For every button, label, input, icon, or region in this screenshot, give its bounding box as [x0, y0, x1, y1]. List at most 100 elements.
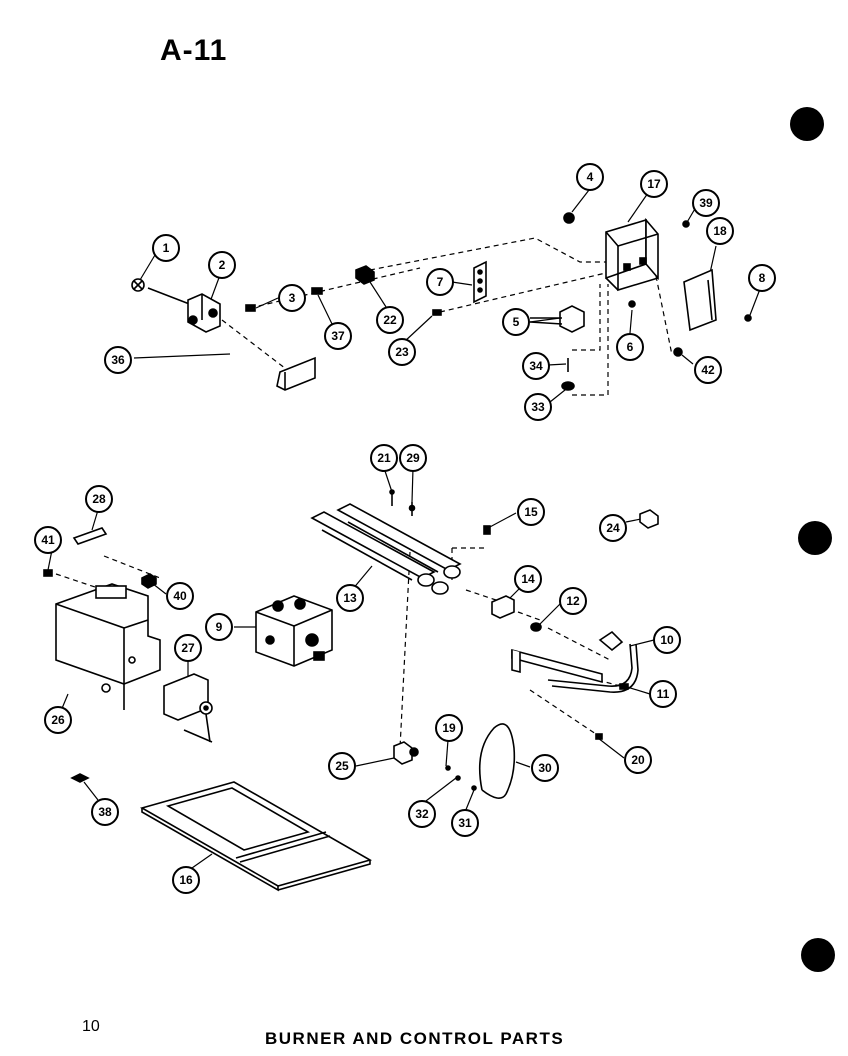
callout-number: 19 — [442, 721, 456, 735]
callout-number: 27 — [181, 641, 195, 655]
callout-number: 17 — [647, 177, 661, 191]
hidden-lines-top — [221, 237, 673, 396]
callout-19: 19 — [435, 714, 463, 742]
callout-number: 13 — [343, 591, 357, 605]
callout-number: 25 — [335, 759, 349, 773]
callout-15: 15 — [517, 498, 545, 526]
callout-31: 31 — [451, 809, 479, 837]
callout-16: 16 — [172, 866, 200, 894]
leader-lines-top — [133, 189, 761, 403]
callout-circle — [166, 582, 194, 610]
callout-42: 42 — [694, 356, 722, 384]
callout-circle — [653, 626, 681, 654]
callout-number: 32 — [415, 807, 429, 821]
callout-number: 8 — [759, 271, 766, 285]
callout-circle — [624, 746, 652, 774]
callout-number: 34 — [529, 359, 543, 373]
callout-6: 6 — [616, 333, 644, 361]
burner-assembly-part-13 — [310, 489, 462, 595]
callout-24: 24 — [599, 514, 627, 542]
callout-number: 4 — [587, 170, 594, 184]
callout-26: 26 — [44, 706, 72, 734]
bracket-part — [276, 356, 316, 391]
small-hardware-bottom — [43, 509, 659, 791]
callout-circle — [208, 251, 236, 279]
callout-circle — [328, 752, 356, 780]
control-knob-part-1 — [131, 278, 145, 292]
callout-number: 39 — [699, 196, 713, 210]
callout-circle — [34, 526, 62, 554]
callout-circle — [152, 234, 180, 262]
callout-circle — [388, 338, 416, 366]
small-hardware-top — [245, 212, 752, 391]
callout-circle — [370, 444, 398, 472]
callout-11: 11 — [649, 680, 677, 708]
callout-29: 29 — [399, 444, 427, 472]
callout-number: 26 — [51, 713, 65, 727]
bottom-pan-part-16 — [139, 781, 373, 892]
gas-valve-part-9 — [255, 595, 333, 667]
callout-number: 20 — [631, 753, 645, 767]
callout-number: 36 — [111, 353, 125, 367]
callout-10: 10 — [653, 626, 681, 654]
control-box-part-17 — [605, 217, 659, 292]
callout-circle — [514, 565, 542, 593]
punch-hole-middle — [798, 521, 832, 555]
page-code: A-11 — [160, 34, 228, 67]
callout-circle — [451, 809, 479, 837]
callout-number: 15 — [524, 505, 538, 519]
callout-circle — [649, 680, 677, 708]
callout-number: 18 — [713, 224, 727, 238]
callout-number: 14 — [521, 572, 535, 586]
callout-28: 28 — [85, 485, 113, 513]
callout-22: 22 — [376, 306, 404, 334]
callout-17: 17 — [640, 170, 668, 198]
callout-circle — [706, 217, 734, 245]
cover-plate-part-18 — [683, 268, 717, 332]
callout-number: 38 — [98, 805, 112, 819]
callout-32: 32 — [408, 800, 436, 828]
callout-circle — [524, 393, 552, 421]
callout-9: 9 — [205, 613, 233, 641]
callout-circle — [336, 584, 364, 612]
callout-34: 34 — [522, 352, 550, 380]
callout-circle — [559, 587, 587, 615]
pilot-assembly-part-25 — [393, 741, 419, 765]
callout-number: 10 — [660, 633, 674, 647]
callout-37: 37 — [324, 322, 352, 350]
callout-number: 33 — [531, 400, 545, 414]
callout-circle — [278, 284, 306, 312]
callout-circle — [517, 498, 545, 526]
callout-27: 27 — [174, 634, 202, 662]
callout-number: 29 — [406, 451, 420, 465]
callout-2: 2 — [208, 251, 236, 279]
callout-39-top: 39 — [692, 189, 720, 217]
callout-circle — [692, 189, 720, 217]
callout-36: 36 — [104, 346, 132, 374]
callout-number: 23 — [395, 345, 409, 359]
callout-20: 20 — [624, 746, 652, 774]
page-number: 10 — [82, 1018, 100, 1035]
callout-number: 42 — [701, 363, 715, 377]
callout-circle — [576, 163, 604, 191]
callout-1: 1 — [152, 234, 180, 262]
callout-number: 37 — [331, 329, 345, 343]
motor-part-27 — [163, 673, 213, 743]
callout-circle — [640, 170, 668, 198]
punch-hole-top — [790, 107, 824, 141]
callout-circle — [172, 866, 200, 894]
callout-7: 7 — [426, 268, 454, 296]
callout-number: 2 — [219, 258, 226, 272]
thermostat-part-2 — [147, 287, 221, 333]
callout-number: 22 — [383, 313, 397, 327]
callout-circle — [522, 352, 550, 380]
callout-circle — [205, 613, 233, 641]
callout-number: 7 — [437, 275, 444, 289]
callout-circle — [599, 514, 627, 542]
callout-circle — [426, 268, 454, 296]
callout-circle — [399, 444, 427, 472]
callout-circle — [44, 706, 72, 734]
